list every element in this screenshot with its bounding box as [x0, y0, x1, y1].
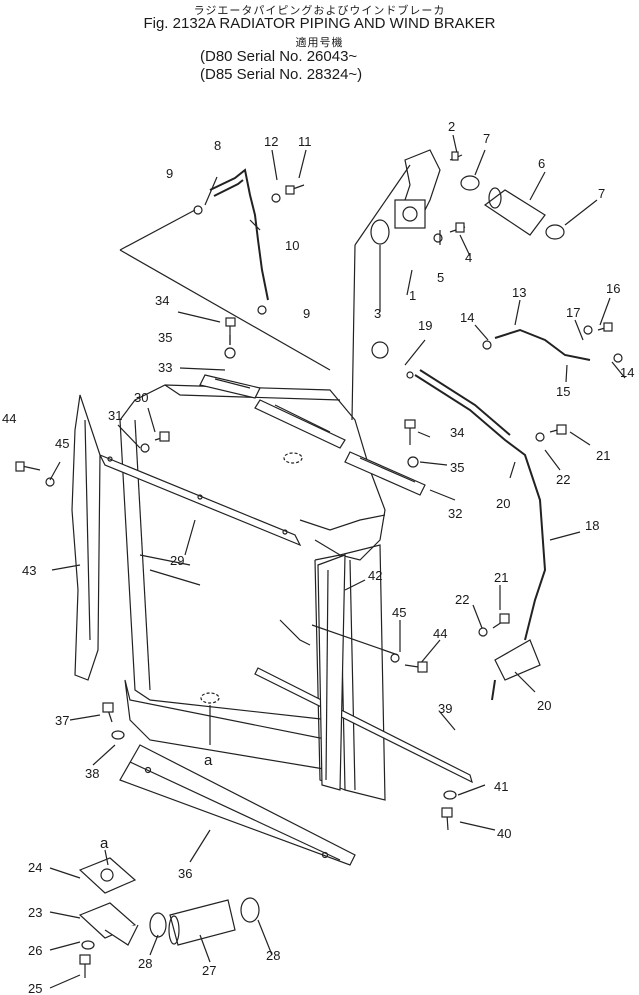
gasket-3 — [370, 219, 390, 245]
callout-labels: 1 2 3 4 5 6 7 7 8 9 9 10 11 12 13 14 14 … — [2, 119, 634, 995]
callout-20b: 20 — [537, 698, 551, 713]
hose-27 — [168, 899, 236, 946]
callout-39: 39 — [438, 701, 452, 716]
figure-title: Fig. 2132A RADIATOR PIPING AND WIND BRAK… — [143, 15, 496, 32]
callout-22b: 22 — [455, 592, 469, 607]
fasteners — [15, 151, 623, 978]
callout-6: 6 — [538, 156, 545, 171]
callout-40: 40 — [497, 826, 511, 841]
callout-27: 27 — [202, 963, 216, 978]
callout-2: 2 — [448, 119, 455, 134]
callout-34a: 34 — [155, 293, 169, 308]
callout-21a: 21 — [596, 448, 610, 463]
callout-3: 3 — [374, 306, 381, 321]
callout-11: 11 — [298, 134, 312, 149]
callout-16: 16 — [606, 281, 620, 296]
callout-19: 19 — [418, 318, 432, 333]
callout-8: 8 — [214, 138, 221, 153]
callout-4: 4 — [465, 250, 472, 265]
callout-23: 23 — [28, 905, 42, 920]
callout-30: 30 — [134, 390, 148, 405]
callout-45b: 45 — [392, 605, 406, 620]
callout-7a: 7 — [483, 131, 490, 146]
elbow-1 — [394, 149, 441, 229]
clamp-7b — [545, 224, 565, 240]
callout-12: 12 — [264, 134, 278, 149]
callout-13: 13 — [512, 285, 526, 300]
wind-braker-42 — [317, 554, 346, 791]
elbow-23 — [78, 902, 139, 946]
callout-29: 29 — [170, 553, 184, 568]
center-bar — [254, 399, 346, 449]
callout-44b: 44 — [433, 626, 447, 641]
reference-a-radiator: a — [204, 752, 213, 769]
callout-10: 10 — [285, 238, 299, 253]
callout-33: 33 — [158, 360, 172, 375]
callout-22a: 22 — [556, 472, 570, 487]
callout-17: 17 — [566, 305, 580, 320]
clamp-28a — [149, 912, 167, 938]
serial-d80: (D80 Serial No. 26043~ — [200, 48, 358, 65]
clamp-28b — [240, 897, 260, 923]
callout-14b: 14 — [620, 365, 634, 380]
callout-25: 25 — [28, 981, 42, 995]
callout-9a: 9 — [166, 166, 173, 181]
callout-18: 18 — [585, 518, 599, 533]
callout-28a: 28 — [138, 956, 152, 971]
callout-43: 43 — [22, 563, 36, 578]
applicable-models-label: 適用号機 — [295, 36, 344, 49]
reference-a-flange: a — [100, 835, 109, 852]
callout-28b: 28 — [266, 948, 280, 963]
callout-5: 5 — [437, 270, 444, 285]
seal-39 — [254, 667, 473, 784]
callout-21b: 21 — [494, 570, 508, 585]
wind-braker-43 — [71, 394, 101, 681]
callout-26: 26 — [28, 943, 42, 958]
callout-24: 24 — [28, 860, 42, 875]
callout-44a: 44 — [2, 411, 16, 426]
callout-37: 37 — [55, 713, 69, 728]
callout-20a: 20 — [496, 496, 510, 511]
callout-14a: 14 — [460, 310, 474, 325]
elbow-20 — [491, 639, 541, 701]
callout-35a: 35 — [158, 330, 172, 345]
guard-36 — [119, 744, 356, 866]
serial-d85: (D85 Serial No. 28324~) — [200, 66, 363, 83]
pipe-13 — [494, 328, 591, 361]
callout-45a: 45 — [55, 436, 69, 451]
plate-33 — [199, 374, 261, 399]
clamp-7a — [460, 175, 480, 191]
plate-32 — [344, 451, 426, 496]
callout-9b: 9 — [303, 306, 310, 321]
leader-lines — [49, 134, 626, 989]
callout-38: 38 — [85, 766, 99, 781]
flange-24 — [78, 857, 137, 894]
callout-36: 36 — [178, 866, 192, 881]
callout-15: 15 — [556, 384, 570, 399]
callout-42: 42 — [368, 568, 382, 583]
callout-1: 1 — [409, 288, 416, 303]
hose-8 — [209, 168, 269, 301]
callout-31: 31 — [108, 408, 122, 423]
pipe-18 — [414, 369, 547, 641]
radiator-assembly — [119, 384, 386, 801]
callout-7b: 7 — [598, 186, 605, 201]
callout-41: 41 — [494, 779, 508, 794]
hose-6 — [483, 187, 546, 236]
callout-34b: 34 — [450, 425, 464, 440]
seal-29 — [98, 453, 302, 547]
callout-35b: 35 — [450, 460, 464, 475]
callout-32: 32 — [448, 506, 462, 521]
title-japanese: ラジエータパイピングおよびウインドブレーカ — [193, 4, 446, 17]
